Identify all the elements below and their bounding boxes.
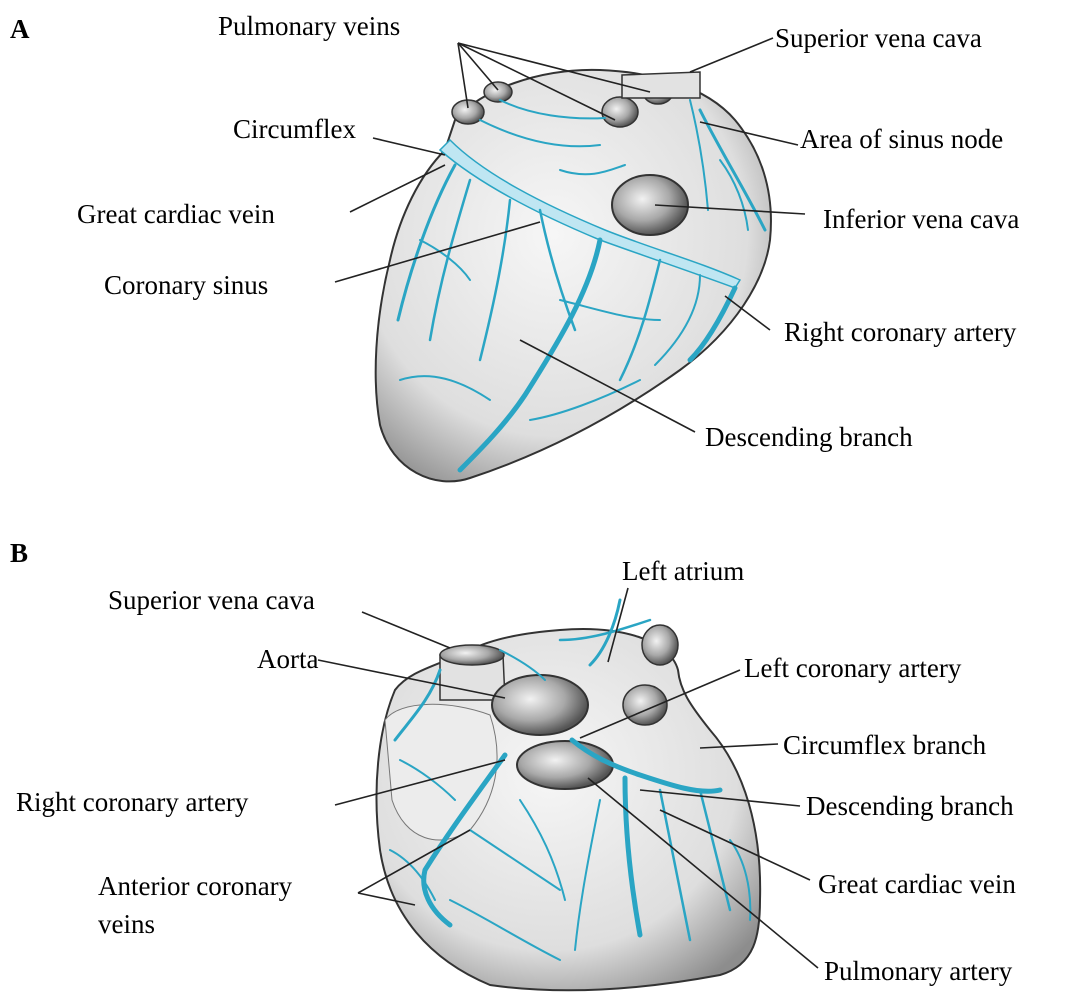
label-pulmonary-veins-a: Pulmonary veins [218,11,400,41]
svc-a-stub [622,72,700,98]
label-inferior-vena-cava-a: Inferior vena cava [823,204,1019,234]
label-right-coronary-artery-a: Right coronary artery [784,317,1017,347]
label-left-atrium-b: Left atrium [622,556,744,586]
ivc-a [612,175,688,235]
label-superior-vena-cava-b: Superior vena cava [108,585,315,615]
label-circumflex-branch-b: Circumflex branch [783,730,987,760]
label-superior-vena-cava-a: Superior vena cava [775,23,982,53]
label-great-cardiac-vein-a: Great cardiac vein [77,199,275,229]
pulmonary-artery-b [517,741,613,789]
aorta-b [492,675,588,735]
label-coronary-sinus-a: Coronary sinus [104,270,268,300]
pulmonary-vein-a2 [484,82,512,102]
label-great-cardiac-vein-b: Great cardiac vein [818,869,1016,899]
label-descending-branch-a: Descending branch [705,422,913,452]
pulmonary-vein-a3 [602,97,638,127]
label-area-of-sinus-node-a: Area of sinus node [800,124,1003,154]
heart-b-illustration [376,600,760,990]
label-right-coronary-artery-b: Right coronary artery [16,787,249,817]
pulmonary-vein-b1 [642,625,678,665]
label-anterior-coronary-veins-b-line1: Anterior coronary [98,871,293,901]
label-anterior-coronary-veins-b-line2: veins [98,909,155,939]
label-descending-branch-b: Descending branch [806,791,1014,821]
pulmonary-vein-b2 [623,685,667,725]
label-left-coronary-artery-b: Left coronary artery [744,653,962,683]
panel-a-letter: A [10,14,30,44]
label-circumflex-a: Circumflex [233,114,356,144]
label-pulmonary-artery-b: Pulmonary artery [824,956,1013,986]
label-aorta-b: Aorta [257,644,318,674]
panel-b: B [10,538,1016,990]
panel-a: A [10,11,1019,481]
panel-b-letter: B [10,538,28,568]
heart-a-illustration [376,70,771,482]
